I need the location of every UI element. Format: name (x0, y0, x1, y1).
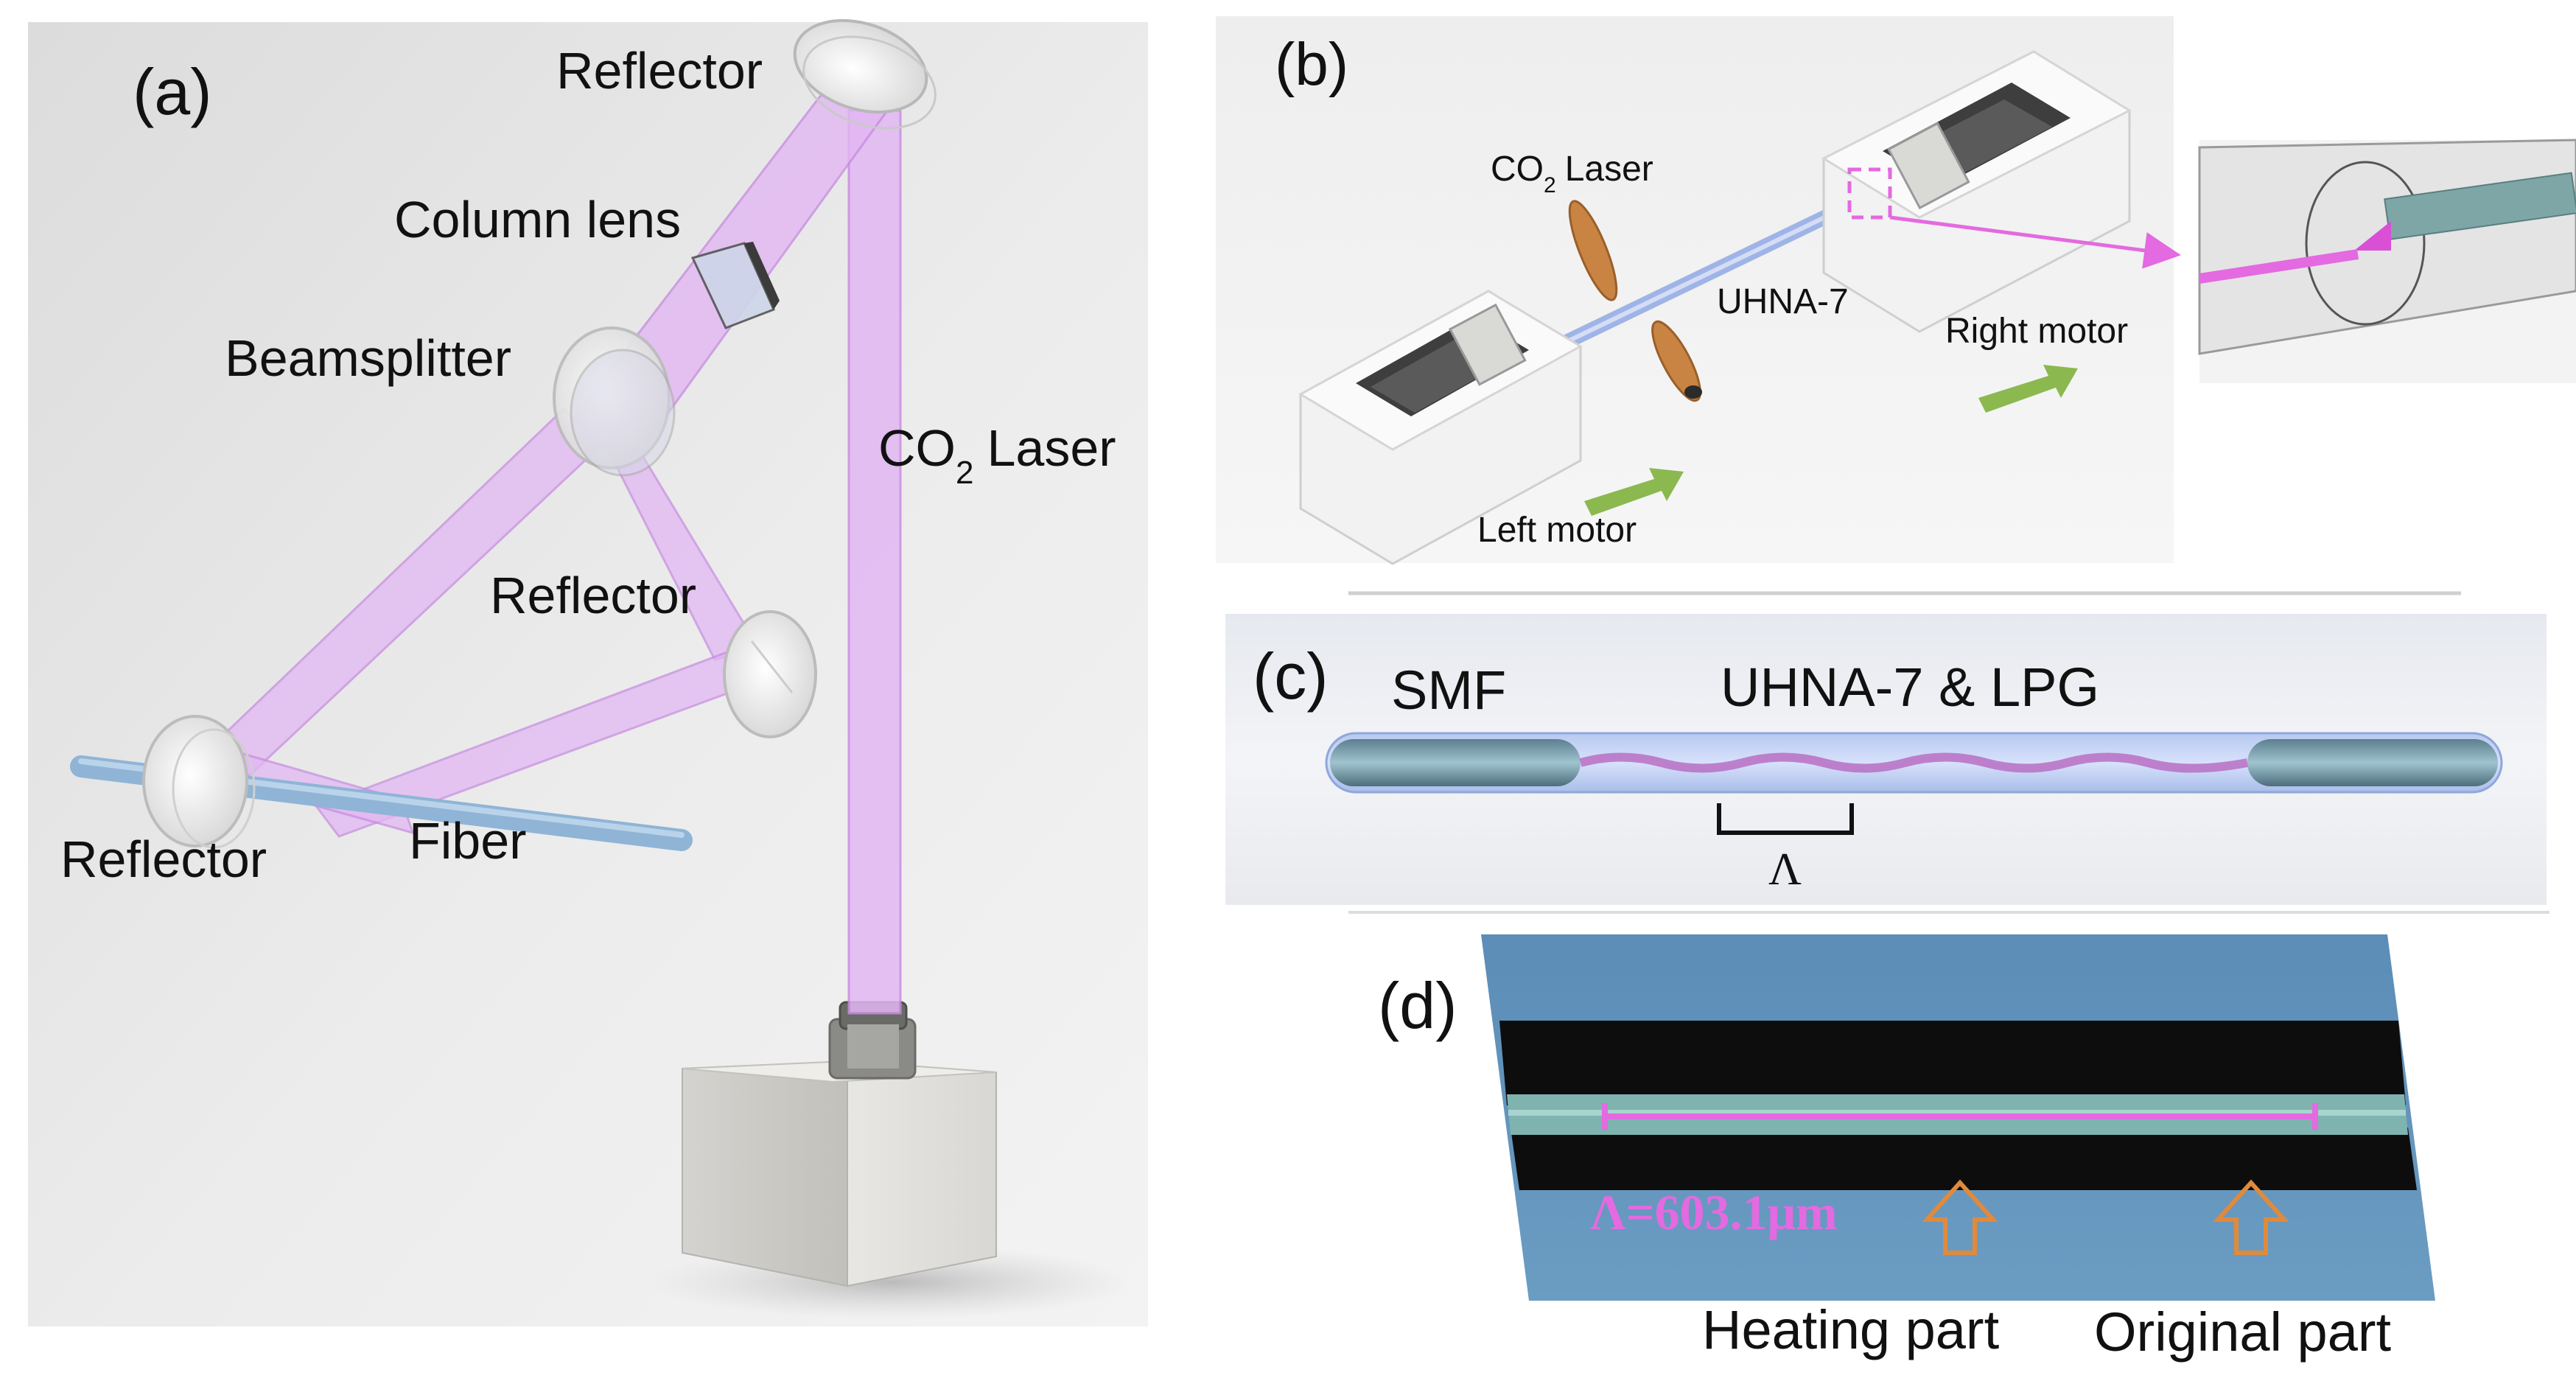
co2-nozzle-upper (1568, 200, 1618, 301)
label-original-part: Original part (2094, 1301, 2392, 1363)
zoom-arrow (1889, 215, 2181, 269)
column-lens (690, 242, 780, 329)
co2-nozzle-lower (1651, 320, 1702, 402)
panel-d: (d) Λ=603.1μm Heating part Original part (1378, 934, 2435, 1363)
label-heating-part: Heating part (1702, 1299, 2000, 1360)
left-motor-stage (1298, 290, 1583, 565)
right-motor-arrow (1978, 365, 2078, 413)
zoom-inset (2198, 139, 2576, 383)
label-uhna7-b: UHNA-7 (1717, 282, 1849, 321)
panel-c-tag: (c) (1253, 640, 1329, 713)
label-left-motor: Left motor (1477, 511, 1637, 550)
label-right-motor: Right motor (1945, 312, 2128, 351)
panel-d-tag: (d) (1378, 969, 1457, 1042)
period-bracket (1717, 803, 1854, 835)
panel-b-tag: (b) (1275, 31, 1348, 98)
fiber-dark-band-bottom (1511, 1127, 2417, 1190)
reflector-top (793, 18, 937, 130)
co2-laser-box (682, 1001, 997, 1287)
label-reflector-top: Reflector (556, 42, 763, 99)
zoom-box (1847, 167, 1892, 220)
right-motor-stage (1821, 50, 2132, 333)
smf-right (2247, 739, 2498, 786)
fiber-dark-band-top (1499, 1021, 2406, 1105)
label-uhna7-lpg: UHNA-7 & LPG (1721, 657, 2099, 718)
reflector-middle (723, 610, 817, 738)
label-column-lens: Column lens (394, 191, 681, 248)
panel-a: (a) Reflector Column lens Beamsplitter C… (28, 18, 1148, 1326)
label-reflector-middle: Reflector (490, 567, 696, 624)
panel-c: Λ (c) SMF UHNA-7 & LPG (1225, 614, 2547, 905)
co2-beam-vertical (847, 109, 902, 1015)
smf-left (1330, 739, 1581, 786)
left-motor-arrow (1584, 468, 1684, 516)
label-reflector-left: Reflector (60, 831, 267, 888)
heating-part-arrow (1922, 1179, 1998, 1255)
beamsplitter (553, 326, 676, 477)
label-period-symbol: Λ (1768, 845, 1802, 895)
label-smf: SMF (1391, 660, 1506, 721)
lpg-grating (1579, 752, 2249, 773)
label-period-value: Λ=603.1μm (1590, 1184, 1838, 1240)
label-fiber: Fiber (409, 812, 526, 870)
label-beamsplitter: Beamsplitter (225, 329, 511, 387)
panel-a-tag: (a) (133, 55, 212, 128)
original-part-arrow (2213, 1179, 2289, 1255)
reflector-left (142, 715, 256, 849)
